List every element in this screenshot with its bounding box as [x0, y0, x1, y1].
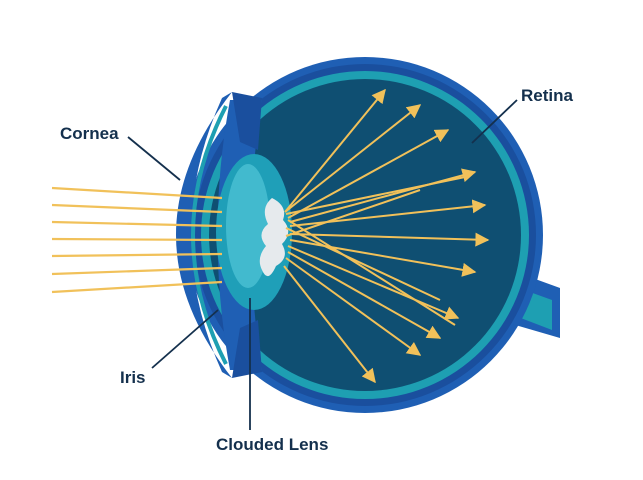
label-retina: Retina: [521, 86, 574, 105]
vitreous-body: [209, 79, 521, 391]
iris-upper: [232, 92, 262, 150]
cornea-inner: [191, 105, 228, 365]
leader-lines: [127, 99, 518, 430]
label-cornea: Cornea: [60, 124, 119, 143]
label-iris: Iris: [120, 368, 146, 387]
label-clouded-lens: Clouded Lens: [216, 435, 328, 454]
lens-cloud: [259, 198, 289, 277]
lens-highlight: [226, 164, 270, 288]
incoming-rays: [51, 186, 223, 294]
scattered-rays: [283, 88, 490, 384]
iris-lower: [232, 320, 262, 378]
cornea-shape: [176, 92, 232, 378]
